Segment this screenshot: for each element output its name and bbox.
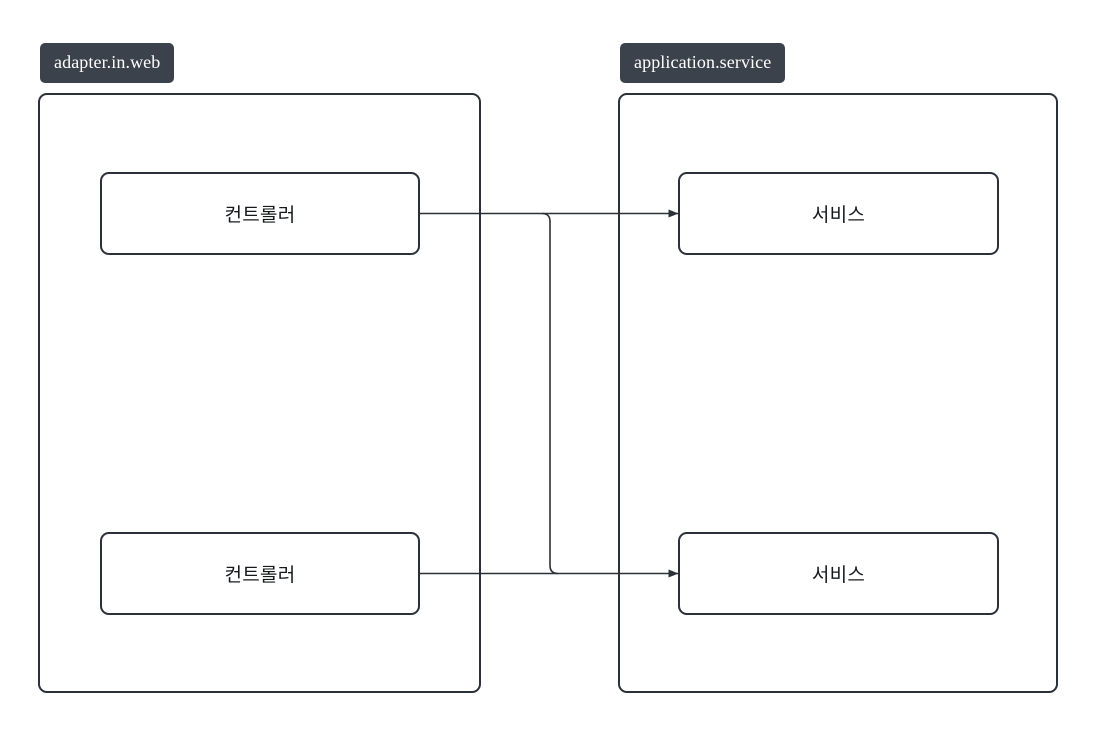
- node-label-service-bottom: 서비스: [811, 565, 866, 586]
- package-label-adapter-in-web[interactable]: adapter.in.web: [40, 43, 175, 83]
- node-label-service-top: 서비스: [811, 205, 866, 226]
- edge-crosslink-vertical: [541, 212, 559, 575]
- node-controller-bottom[interactable]: 컨트롤러: [100, 532, 420, 615]
- node-controller-top[interactable]: 컨트롤러: [100, 172, 420, 255]
- node-label-controller-top: 컨트롤러: [224, 205, 296, 226]
- node-label-controller-bottom: 컨트롤러: [224, 565, 296, 586]
- node-service-bottom[interactable]: 서비스: [678, 532, 999, 615]
- node-service-top[interactable]: 서비스: [678, 172, 999, 255]
- package-label-application-service[interactable]: application.service: [620, 43, 786, 83]
